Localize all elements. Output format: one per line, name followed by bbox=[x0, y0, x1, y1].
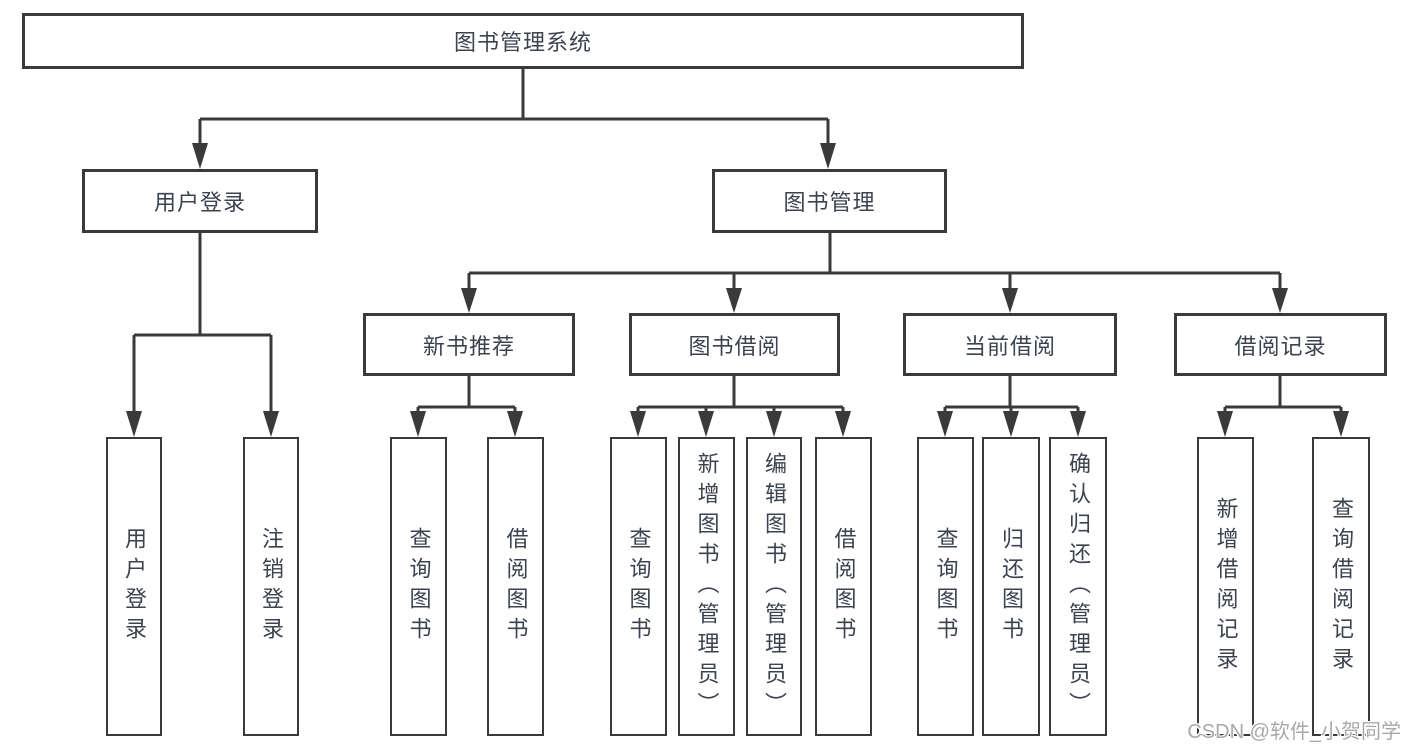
node-user-login-label: 用户登录 bbox=[153, 190, 246, 215]
leaf-user-login-label: 用户登录 bbox=[122, 526, 147, 647]
leaf-add-book-admin: 新增图书（管理员） bbox=[678, 437, 735, 736]
leaf-query-books-recommend-label: 查询图书 bbox=[406, 526, 432, 647]
leaf-borrow-books-recommend: 借阅图书 bbox=[487, 437, 544, 736]
leaf-edit-book-admin-label: 编辑图书（管理员） bbox=[762, 451, 787, 722]
leaf-query-books-borrowing-label: 查询图书 bbox=[626, 526, 652, 647]
node-library-system-label: 图书管理系统 bbox=[453, 30, 592, 55]
node-book-borrowing: 图书借阅 bbox=[629, 313, 840, 376]
leaf-borrow-books-borrowing: 借阅图书 bbox=[815, 437, 872, 736]
node-book-management: 图书管理 bbox=[712, 169, 947, 233]
node-borrowing-records-label: 借阅记录 bbox=[1234, 333, 1327, 359]
leaf-query-borrow-record: 查询借阅记录 bbox=[1312, 437, 1370, 736]
leaf-edit-book-admin: 编辑图书（管理员） bbox=[746, 437, 802, 736]
leaf-borrow-books-recommend-label: 借阅图书 bbox=[503, 526, 529, 647]
node-current-borrowing-label: 当前借阅 bbox=[963, 333, 1056, 359]
leaf-return-book-label: 归还图书 bbox=[999, 526, 1024, 647]
leaf-query-books-recommend: 查询图书 bbox=[390, 437, 447, 736]
leaf-add-book-admin-label: 新增图书（管理员） bbox=[694, 451, 720, 722]
leaf-logout-label: 注销登录 bbox=[259, 526, 284, 647]
arrowheads bbox=[126, 143, 1349, 437]
node-new-book-recommendation-label: 新书推荐 bbox=[422, 333, 515, 359]
leaf-logout: 注销登录 bbox=[243, 437, 299, 736]
leaf-borrow-books-borrowing-label: 借阅图书 bbox=[831, 526, 857, 647]
leaf-add-borrow-record-label: 新增借阅记录 bbox=[1213, 496, 1239, 677]
leaf-query-books-current: 查询图书 bbox=[917, 437, 974, 736]
leaf-query-books-borrowing: 查询图书 bbox=[610, 437, 667, 736]
leaf-query-books-current-label: 查询图书 bbox=[933, 526, 959, 647]
node-new-book-recommendation: 新书推荐 bbox=[363, 313, 575, 376]
watermark: CSDN @软件_小贺同学 bbox=[1187, 721, 1401, 743]
node-book-borrowing-label: 图书借阅 bbox=[688, 333, 781, 359]
leaf-user-login: 用户登录 bbox=[106, 437, 162, 736]
node-user-login: 用户登录 bbox=[82, 169, 318, 233]
leaf-query-borrow-record-label: 查询借阅记录 bbox=[1329, 496, 1354, 677]
node-borrowing-records: 借阅记录 bbox=[1174, 313, 1387, 376]
node-book-management-label: 图书管理 bbox=[783, 190, 876, 215]
leaf-return-book: 归还图书 bbox=[982, 437, 1040, 736]
node-current-borrowing: 当前借阅 bbox=[903, 313, 1117, 376]
node-library-system: 图书管理系统 bbox=[22, 13, 1024, 69]
leaf-confirm-return-admin-label: 确认归还（管理员） bbox=[1066, 451, 1091, 722]
leaf-add-borrow-record: 新增借阅记录 bbox=[1197, 437, 1254, 736]
leaf-confirm-return-admin: 确认归还（管理员） bbox=[1049, 437, 1107, 736]
